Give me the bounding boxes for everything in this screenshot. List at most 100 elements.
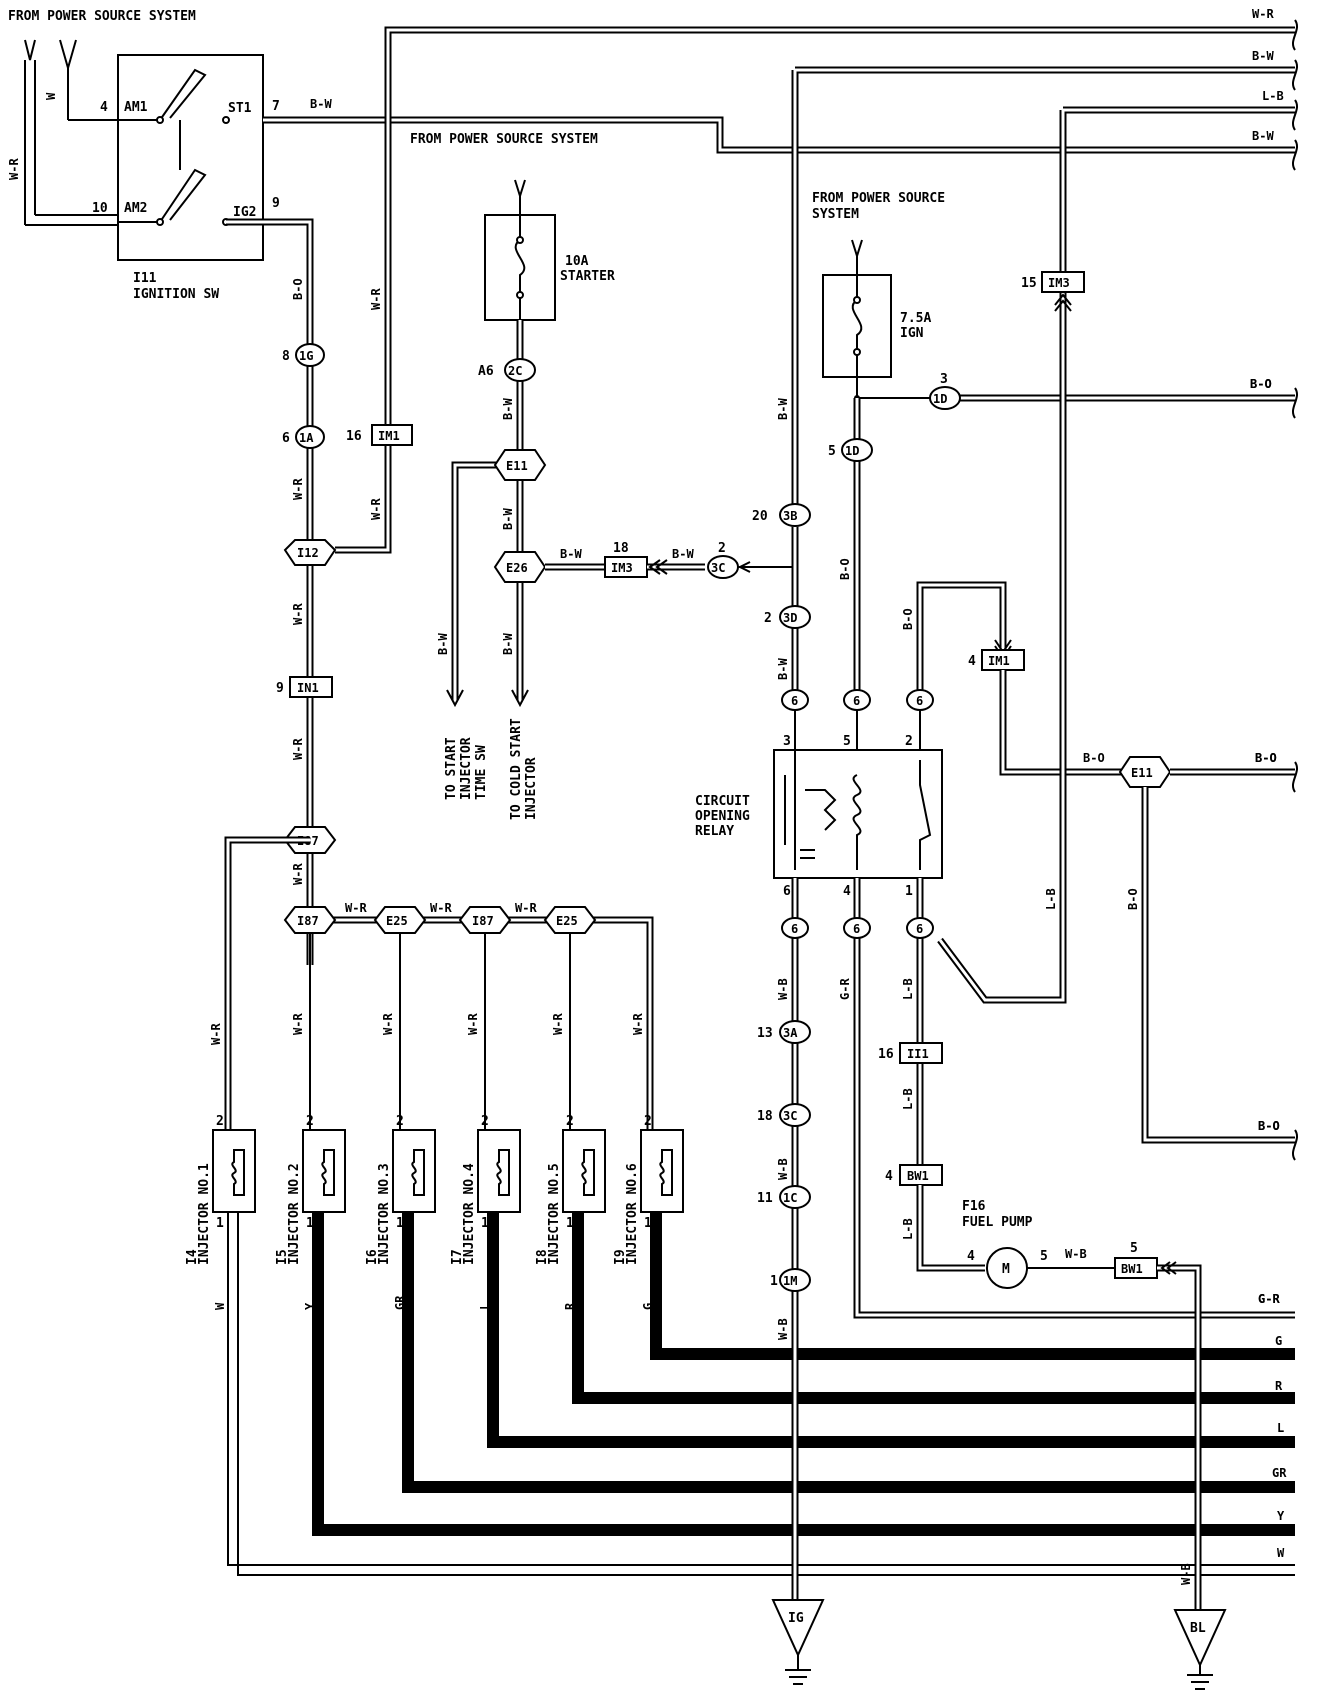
connector-3d: 3D <box>779 605 811 629</box>
source-arrows-top-left <box>24 39 77 225</box>
connector-in1: IN1 <box>289 676 333 698</box>
ignition-id: I11 <box>133 271 157 286</box>
wire-label-wr-in1b: W-R <box>291 738 305 760</box>
connector-2c: 2C <box>504 358 536 382</box>
svg-text:6: 6 <box>916 694 923 708</box>
pin-1g: 8 <box>282 349 290 364</box>
wire-label-bw-e11: B-W <box>501 508 515 530</box>
svg-text:IN1: IN1 <box>297 681 319 695</box>
source-label-mid: FROM POWER SOURCE SYSTEM <box>410 132 598 147</box>
source-label-top-left: FROM POWER SOURCE SYSTEM <box>8 9 196 24</box>
wire-label-lb-6: L-B <box>901 978 915 1000</box>
svg-text:6: 6 <box>916 922 923 936</box>
connector-1a: 1A <box>295 425 325 449</box>
pin-3b: 20 <box>752 509 768 524</box>
relay-label-3: RELAY <box>695 824 734 839</box>
target-cold-start-1: TO COLD START <box>509 718 524 820</box>
wire-label-bo-in1: B-O <box>901 608 915 630</box>
pin-ii1: 16 <box>878 1047 894 1062</box>
wire-label-bo-e11r: B-O <box>1255 751 1277 765</box>
injector-name: INJECTOR NO.3 <box>377 1163 392 1265</box>
relay-label-2: OPENING <box>695 809 750 824</box>
connector-3c: 3C <box>707 555 739 579</box>
wire-label-wb-gnd: W-B <box>776 1318 790 1340</box>
pin-st1: 7 <box>272 99 280 114</box>
ignition-am2: AM2 <box>124 201 147 216</box>
wire-label-wr-inj3: W-R <box>381 1013 395 1035</box>
connector-im1b: IM1 <box>981 649 1025 671</box>
connector-6c: 6 <box>906 689 934 711</box>
right-edge-label: L <box>1277 1421 1284 1435</box>
wire-label-wb-3a: W-B <box>776 978 790 1000</box>
connector-e25a: E25 <box>373 906 427 934</box>
svg-text:2C: 2C <box>508 364 522 378</box>
wire-label-bw-2c: B-W <box>501 398 515 420</box>
right-edge-label: W-R <box>1252 7 1274 21</box>
wire-label-wr-1a: W-R <box>291 478 305 500</box>
fuse-starter-amp: 10A <box>565 254 589 269</box>
pin-1d: 3 <box>940 372 948 387</box>
svg-text:E11: E11 <box>506 459 528 473</box>
injector-id: I6 <box>365 1249 380 1265</box>
connector-im1a: IM1 <box>371 424 413 446</box>
fuse-ign-name: IGN <box>900 326 924 341</box>
wire-label-bw-cold: B-W <box>501 633 515 655</box>
pin-in1: 9 <box>276 681 284 696</box>
svg-text:1A: 1A <box>299 431 314 445</box>
svg-text:I87: I87 <box>472 914 494 928</box>
injector-id: I5 <box>275 1249 290 1265</box>
pin-2c: A6 <box>478 364 494 379</box>
injector-name: INJECTOR NO.1 <box>197 1163 212 1265</box>
relay-pin-1: 1 <box>905 884 913 899</box>
connector-bw1a: BW1 <box>899 1164 943 1186</box>
right-edge-breaks <box>1292 19 1298 1161</box>
svg-text:1D: 1D <box>933 392 947 406</box>
injector-name: INJECTOR NO.5 <box>547 1163 562 1265</box>
fuse-starter-name: STARTER <box>560 269 615 284</box>
pin-3a: 13 <box>757 1026 773 1041</box>
svg-text:I87: I87 <box>297 914 319 928</box>
connector-3b: 3B <box>779 503 811 527</box>
wire-label-wb-bl: W-B <box>1179 1563 1193 1585</box>
wire-label-wr-inj4: W-R <box>466 1013 480 1035</box>
right-edge-label: Y <box>1277 1509 1285 1523</box>
right-edge-label: B-O <box>1250 377 1272 391</box>
wire-label-gr-right: G-R <box>1258 1292 1280 1306</box>
connector-3a: 3A <box>779 1020 811 1044</box>
right-edge-label: B-O <box>1255 751 1277 765</box>
connector-1g: 1G <box>295 343 325 367</box>
pin-bw1a: 4 <box>885 1169 893 1184</box>
ground-label-ig: IG <box>788 1611 804 1626</box>
injector-pin2: 2 <box>396 1114 404 1129</box>
wire-label-wr-inj6: W-R <box>631 1013 645 1035</box>
wire-label-bo-1db: B-O <box>838 558 852 580</box>
injector-id: I8 <box>535 1249 550 1265</box>
injector-wire-color: L <box>478 1303 492 1310</box>
pin-bw1b: 5 <box>1130 1241 1138 1256</box>
svg-text:1D: 1D <box>845 444 859 458</box>
wire-label-wr-e25c: W-R <box>515 901 537 915</box>
connector-ii1: II1 <box>899 1042 943 1064</box>
svg-text:IM3: IM3 <box>611 561 633 575</box>
connector-3c-b: 3C <box>779 1103 811 1127</box>
ground-bl <box>1173 1609 1227 1690</box>
source-label-right-2: SYSTEM <box>812 207 859 222</box>
injector-name: INJECTOR NO.4 <box>462 1163 477 1265</box>
wire-label-wr-inj2: W-R <box>291 1013 305 1035</box>
connector-6b: 6 <box>843 689 871 711</box>
svg-text:3A: 3A <box>783 1026 798 1040</box>
pin-am2: 10 <box>92 201 108 216</box>
injector-name: INJECTOR NO.6 <box>625 1163 640 1265</box>
injector-id: I7 <box>450 1249 465 1265</box>
svg-text:I12: I12 <box>297 546 319 560</box>
pin-3c: 2 <box>718 541 726 556</box>
connector-6d: 6 <box>781 917 809 939</box>
wire-label-wr-inj1: W-R <box>209 1023 223 1045</box>
injector-pin2: 2 <box>644 1114 652 1129</box>
svg-text:3D: 3D <box>783 611 797 625</box>
svg-text:3B: 3B <box>783 509 797 523</box>
svg-text:II1: II1 <box>907 1047 929 1061</box>
